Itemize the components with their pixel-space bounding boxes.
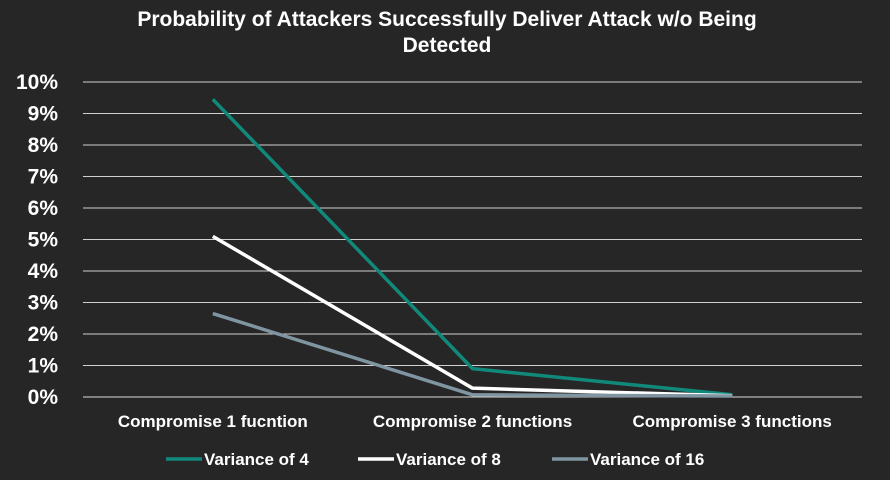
y-tick-label: 8% (28, 134, 59, 157)
series-line-3 (212, 311, 733, 398)
y-tick-label: 3% (28, 292, 59, 315)
gridlines (83, 81, 862, 398)
chart-title-line-2: Detected (403, 34, 492, 57)
y-tick-label: 0% (28, 386, 59, 409)
x-category-label: Compromise 3 functions (633, 412, 832, 431)
x-axis-category-labels: Compromise 1 fucntion Compromise 2 functi… (118, 412, 832, 431)
y-tick-label: 5% (28, 229, 59, 252)
y-axis-tick-labels: 0% 1% 2% 3% 4% 5% 6% 7% 8% 9% 10% (16, 71, 58, 409)
legend-label: Variance of 4 (204, 450, 309, 469)
chart-title: Probability of Attackers Successfully De… (137, 8, 756, 57)
x-category-label: Compromise 2 functions (373, 412, 572, 431)
legend: Variance of 4 Variance of 8 Variance of 16 (166, 450, 704, 469)
y-tick-label: 10% (16, 71, 58, 94)
series-line-2 (211, 234, 733, 398)
series-line-1 (211, 98, 733, 397)
series-lines (211, 98, 733, 398)
y-tick-label: 4% (28, 260, 59, 283)
legend-label: Variance of 8 (396, 450, 501, 469)
y-tick-label: 9% (28, 103, 59, 126)
legend-label: Variance of 16 (590, 450, 704, 469)
y-tick-label: 6% (28, 197, 59, 220)
y-tick-label: 1% (28, 355, 59, 378)
chart-title-line-1: Probability of Attackers Successfully De… (137, 8, 756, 31)
x-category-label: Compromise 1 fucntion (118, 412, 308, 431)
y-tick-label: 7% (28, 166, 59, 189)
y-tick-label: 2% (28, 323, 59, 346)
